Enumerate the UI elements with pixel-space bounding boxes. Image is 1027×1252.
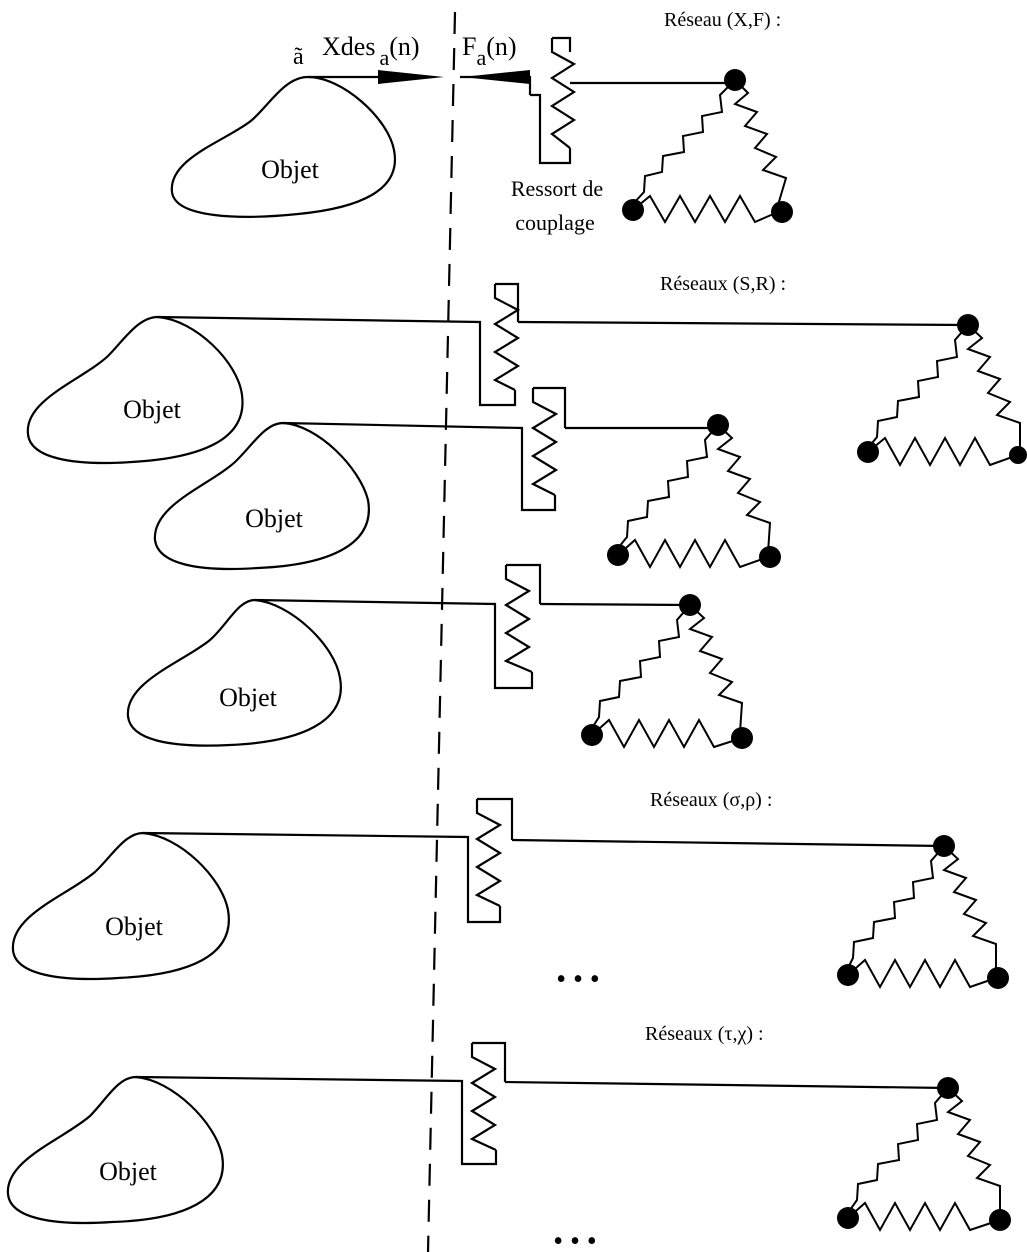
network-link — [504, 1080, 949, 1090]
object-blob — [126, 598, 342, 747]
coupling-spring — [520, 386, 567, 512]
network-triangle — [581, 594, 753, 750]
object-label: Objet — [105, 912, 164, 941]
network-node — [731, 727, 753, 749]
object-label: Objet — [123, 395, 182, 424]
object-3: Objet — [126, 598, 342, 747]
object-2: Objet — [153, 421, 370, 571]
network-node — [989, 1209, 1011, 1231]
object-label: Objet — [99, 1157, 158, 1186]
object-5: Objet — [6, 1075, 224, 1225]
network-triangle — [837, 835, 1009, 990]
object-0: Objet — [170, 75, 397, 218]
network-node — [759, 546, 781, 568]
xdes-arrow — [378, 70, 444, 84]
object-blob — [153, 421, 370, 571]
force-label: Fa(n) — [462, 32, 517, 70]
network-triangle — [857, 314, 1027, 468]
object-blob — [11, 831, 230, 981]
network-node — [771, 201, 793, 223]
force-arrow — [462, 70, 530, 84]
network-node — [724, 69, 746, 91]
coupling-spring — [466, 797, 514, 924]
network-triangle — [622, 69, 793, 225]
object-link — [282, 421, 524, 448]
object-link — [254, 598, 497, 622]
object-blob — [170, 75, 397, 218]
coupling-spring — [493, 563, 542, 690]
object-1: Objet — [26, 315, 244, 465]
coupling-label-line1: Ressort de — [511, 176, 603, 201]
network-node — [607, 544, 629, 566]
network-node — [581, 724, 603, 746]
network-node — [1009, 446, 1027, 464]
object-label: Objet — [261, 155, 320, 184]
group-title-xf: Réseau (X,F) : — [664, 9, 781, 31]
separator-dashed-line — [426, 11, 457, 1252]
network-link — [511, 838, 945, 848]
object-link — [142, 831, 470, 855]
network-node — [622, 199, 644, 221]
coupling-spring — [478, 282, 521, 407]
network-node — [957, 314, 979, 336]
object-link — [157, 315, 482, 345]
network-node — [857, 441, 879, 463]
object-link — [135, 1075, 464, 1100]
group-title-sr: Réseaux (S,R) : — [660, 273, 786, 295]
network-triangle — [837, 1077, 1011, 1233]
coupling-spring — [460, 1041, 507, 1166]
network-node — [679, 594, 701, 616]
network-node — [707, 414, 729, 436]
network-node — [933, 835, 955, 857]
network-node — [937, 1077, 959, 1099]
ellipsis: • • • — [553, 1226, 596, 1252]
group-title-tau-chi: Réseaux (τ,χ) : — [645, 1023, 764, 1045]
object-blob — [6, 1075, 224, 1225]
network-link — [539, 602, 691, 607]
network-triangle — [607, 414, 781, 570]
coupling-label-line2: couplage — [515, 210, 594, 235]
ellipsis: • • • — [556, 964, 599, 995]
object-blob — [26, 315, 244, 465]
object-4: Objet — [11, 831, 230, 981]
network-link — [517, 320, 969, 327]
tilde-a-label: ã — [293, 44, 304, 70]
group-title-sigma-rho: Réseaux (σ,ρ) : — [650, 789, 772, 811]
coupling-spring — [530, 36, 577, 165]
object-label: Objet — [245, 504, 304, 533]
network-node — [837, 1207, 859, 1229]
network-node — [837, 964, 859, 986]
object-label: Objet — [219, 683, 278, 712]
network-node — [987, 967, 1009, 989]
